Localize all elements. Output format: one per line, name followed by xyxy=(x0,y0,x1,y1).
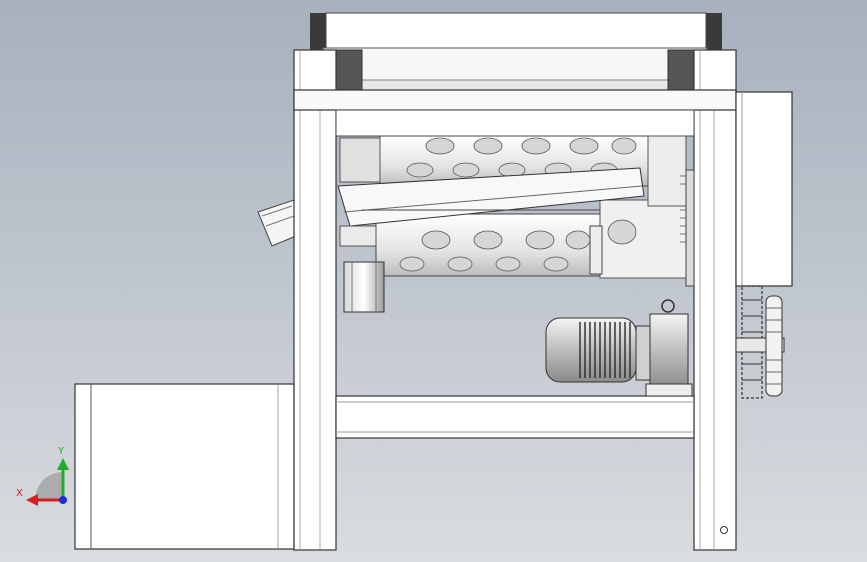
side-box xyxy=(74,383,295,550)
drum-assembly xyxy=(337,135,690,279)
axis-triad: Y X xyxy=(16,446,69,506)
x-axis-label: X xyxy=(16,488,23,499)
main-frame xyxy=(293,49,737,551)
control-box xyxy=(685,91,793,287)
y-axis-head xyxy=(57,458,69,470)
hopper xyxy=(310,12,722,91)
sprocket-drive xyxy=(735,285,785,399)
y-axis-label: Y xyxy=(57,446,65,457)
feed-chute xyxy=(257,199,297,247)
x-axis-head xyxy=(26,494,38,506)
motor xyxy=(545,299,693,397)
triad-plane xyxy=(35,472,63,500)
z-axis-dot xyxy=(59,496,67,504)
pulley xyxy=(343,261,385,313)
